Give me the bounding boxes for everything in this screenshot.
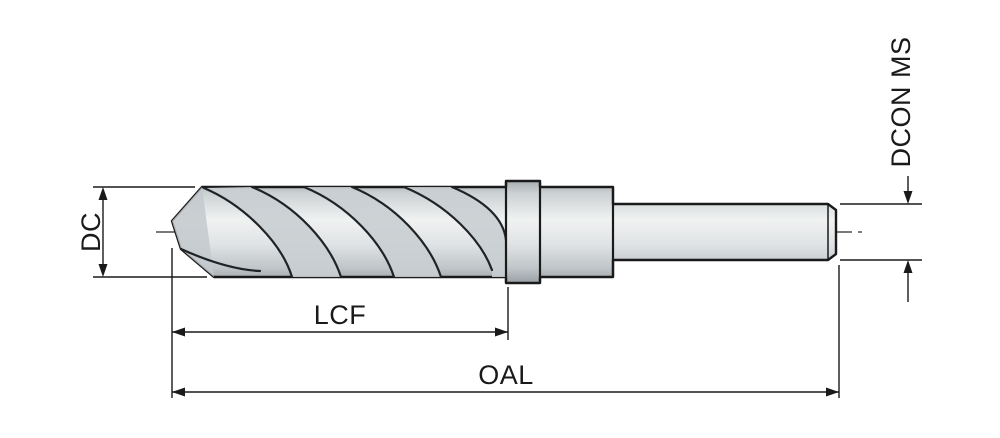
flute-shade-band <box>304 187 441 277</box>
flute-shade-band <box>204 187 341 277</box>
flute-edge <box>302 185 396 279</box>
flute-edge <box>350 185 443 279</box>
dcon-label: DCON MS <box>886 37 916 168</box>
lcf-arrow-right <box>495 327 508 337</box>
oal-arrow-right <box>826 387 839 397</box>
flute-edge <box>250 185 343 279</box>
dimension-dcon: DCON MS <box>840 37 922 302</box>
dimension-oal: OAL <box>172 265 840 398</box>
dimension-lcf: LCF <box>171 248 509 398</box>
cutting-lip-line <box>179 247 262 273</box>
flute-edge <box>202 186 294 279</box>
dimension-dc: DC <box>76 186 207 278</box>
oal-label: OAL <box>478 360 534 390</box>
dc-label: DC <box>76 212 106 252</box>
oal-arrow-left <box>172 387 185 397</box>
flute-shade-band <box>404 187 506 277</box>
dcon-arrow-up <box>903 260 913 273</box>
lcf-label: LCF <box>314 300 367 330</box>
drill-tip-shading <box>172 187 214 277</box>
dcon-arrow-down <box>903 191 913 204</box>
flute-edge <box>402 185 494 272</box>
drill-bit <box>170 179 838 285</box>
dc-arrow-up <box>98 187 108 200</box>
lcf-arrow-left <box>172 327 185 337</box>
dc-arrow-down <box>98 264 108 277</box>
